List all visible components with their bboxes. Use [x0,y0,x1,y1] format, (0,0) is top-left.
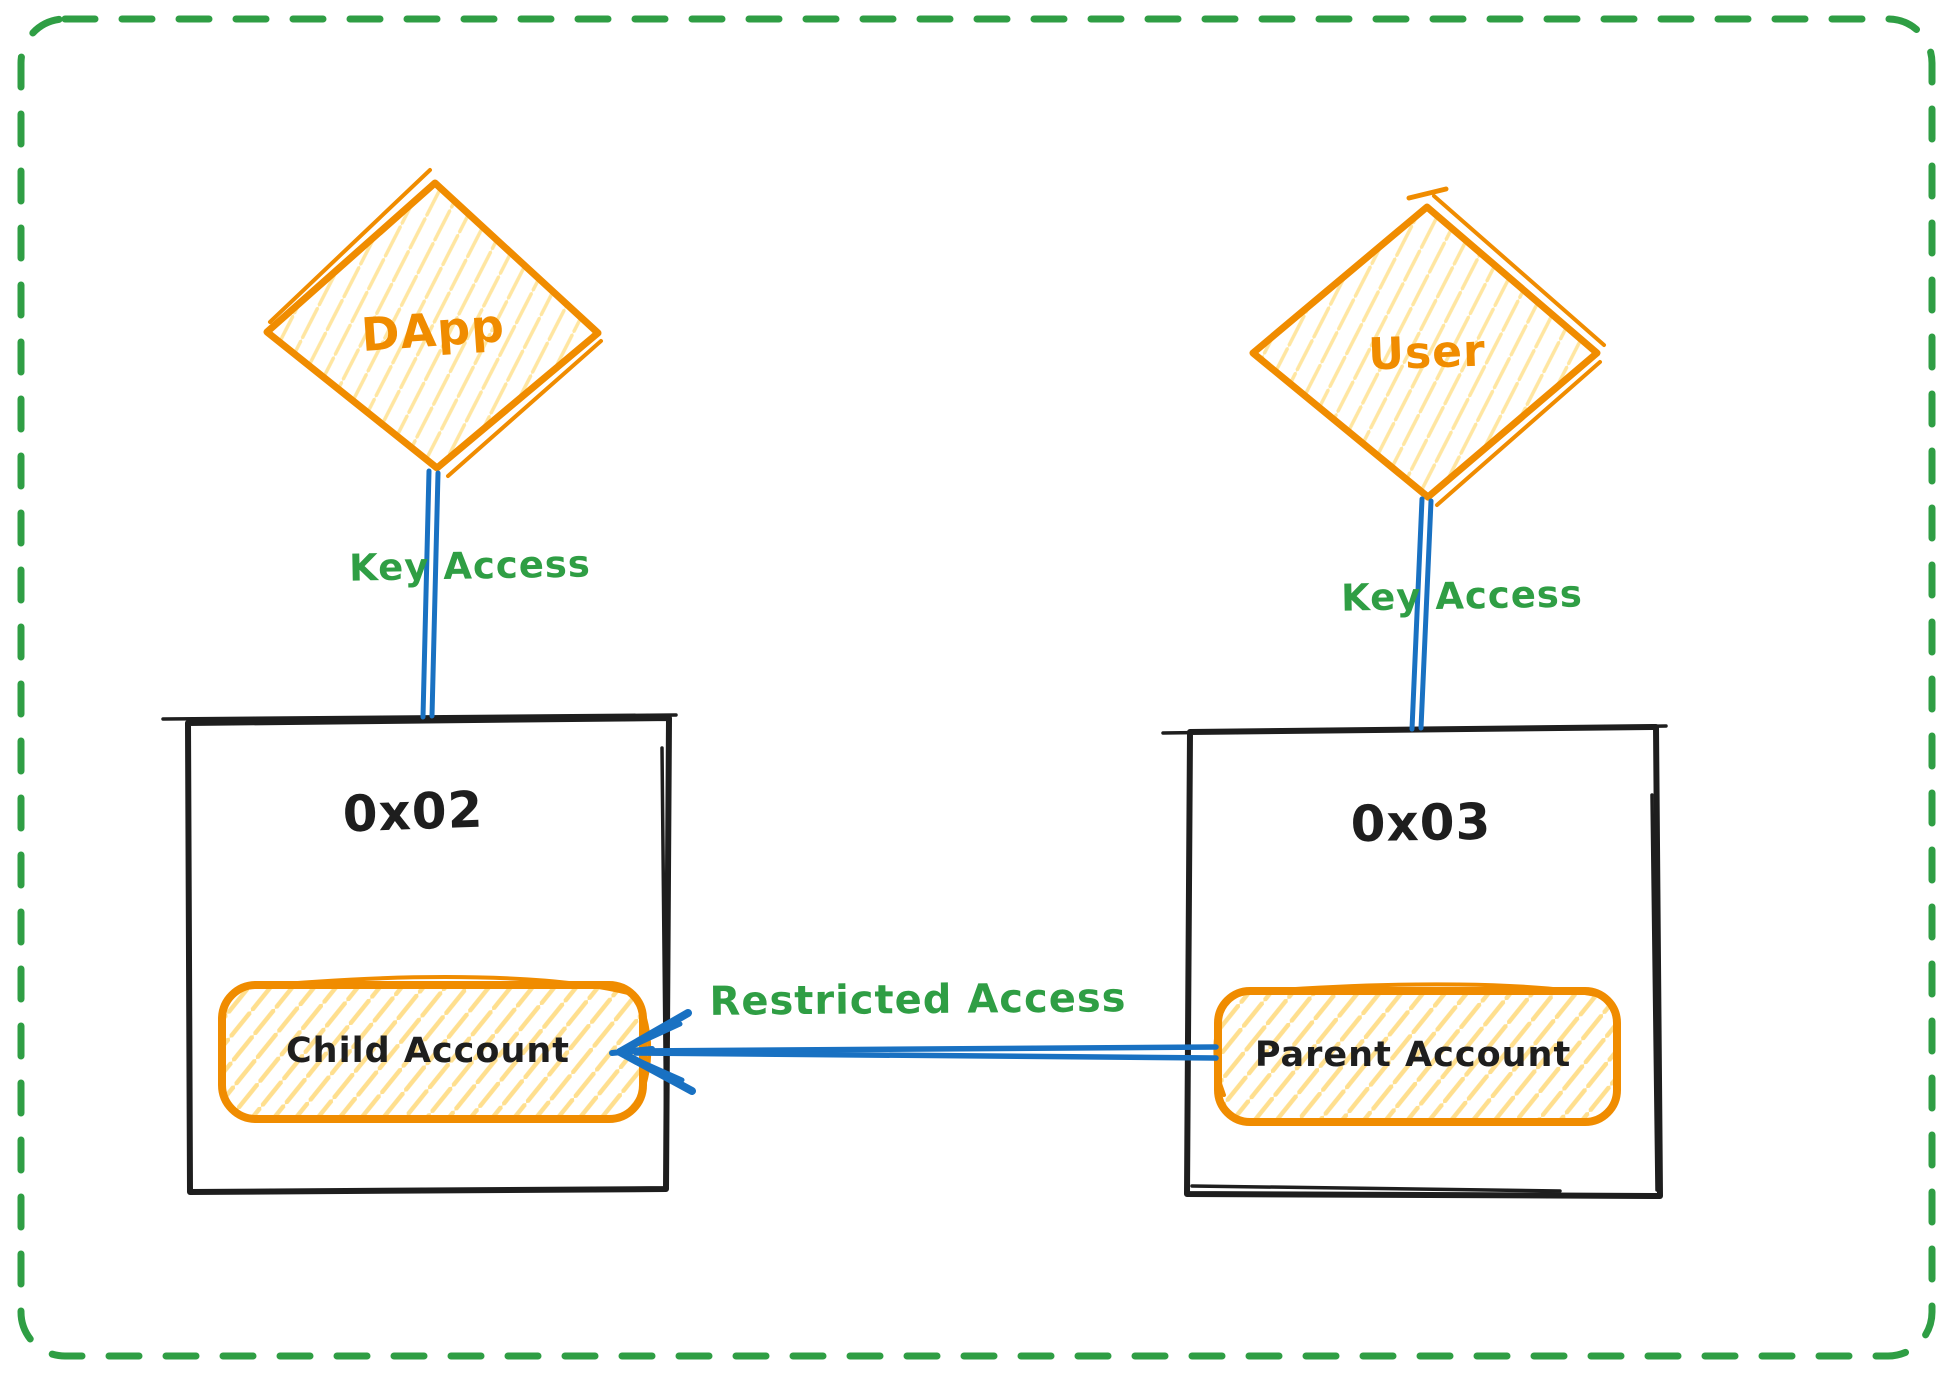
user-key-access-label: Key Access [1340,572,1584,620]
wallet-right-sketch-top [1161,724,1668,735]
canvas-frame[interactable] [17,15,1936,1360]
wallet-right-box[interactable] [1161,724,1668,1199]
user-connector-stroke-1 [1409,496,1425,732]
wallet-right-label: 0x03 [1350,792,1492,854]
restricted-access-arrow[interactable] [609,1009,1219,1095]
wallet-left-sketch-right [660,746,668,1152]
child-account-pill[interactable] [218,975,652,1123]
dapp-key-access-connector[interactable] [420,468,441,720]
user-diamond-sketch-bottomright [1435,360,1602,507]
user-label: User [1367,325,1487,381]
wallet-left-sketch-top [161,713,678,721]
restricted-arrowhead-upper-2 [625,1021,683,1051]
user-diamond-sketch-topright [1432,194,1606,347]
child-account-sketch-top [248,975,634,996]
user-key-access-connector[interactable] [1409,496,1434,732]
dapp-connector-stroke-1 [420,468,432,720]
user-connector-stroke-2 [1418,498,1434,731]
wallet-right-sketch-right [1650,793,1659,1192]
wallet-left-box[interactable] [161,713,678,1195]
dapp-connector-stroke-2 [429,470,441,719]
dapp-diamond-sketch-bottomright [446,339,603,478]
dapp-label: DApp [359,298,507,362]
restricted-arrowhead-lower-2 [625,1053,685,1083]
wallet-right-sketch-bottom [1190,1184,1562,1193]
dapp-diamond[interactable] [263,168,603,478]
restricted-arrow-shaft-1 [631,1044,1219,1054]
user-diamond-sketch-tip [1406,186,1449,201]
restricted-arrow-shaft-2 [633,1050,1219,1061]
wallet-left-label: 0x02 [341,780,485,844]
wallet-left-outline [185,715,672,1195]
user-diamond-outline [1249,203,1601,501]
user-diamond[interactable] [1249,186,1606,507]
dapp-diamond-outline [263,179,602,472]
parent-account-sketch-left [1213,1008,1226,1097]
dapp-diamond-sketch-topleft [268,168,432,324]
frame-dashed-border [17,15,1936,1360]
parent-account-sketch-top [1238,982,1608,999]
parent-account-label: Parent Account [1254,1035,1572,1075]
dapp-key-access-label: Key Access [348,542,592,590]
child-account-label: Child Account [285,1031,571,1071]
restricted-access-label: Restricted Access [709,975,1127,1025]
